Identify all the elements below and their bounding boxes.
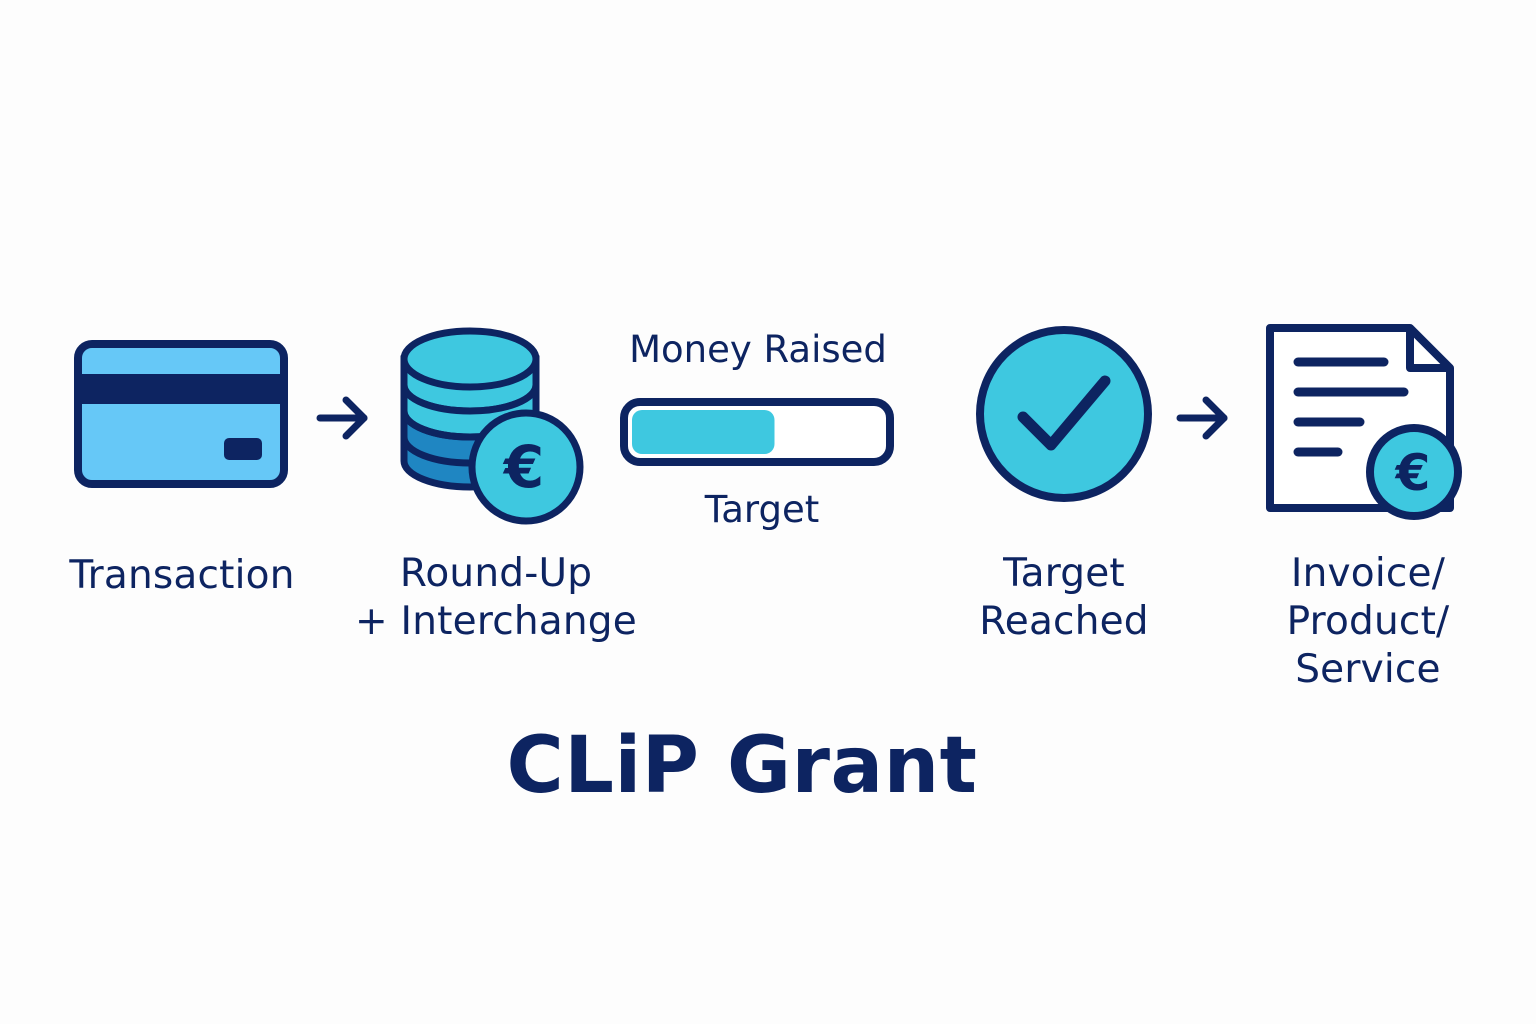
credit-card-icon [74, 340, 288, 488]
coin-stack-euro-icon: € [400, 325, 585, 525]
progress-bar-fill [632, 410, 775, 454]
progress-bar [620, 398, 894, 466]
transaction-label: Transaction [69, 553, 295, 598]
check-circle-icon [975, 325, 1155, 505]
target-label: Target [704, 488, 820, 531]
arrow-right-icon [316, 394, 372, 442]
euro-symbol: € [502, 433, 544, 501]
target-reached-label: Target Reached [979, 551, 1149, 644]
diagram-title: CLiP Grant [506, 721, 978, 811]
invoice-label: Invoice/ Product/ Service [1286, 551, 1450, 692]
arrow-right-icon [1176, 394, 1232, 442]
money-raised-label: Money Raised [629, 328, 887, 371]
round-up-label: Round-Up + Interchange [355, 551, 637, 644]
euro-symbol: € [1395, 444, 1431, 502]
invoice-euro-icon: € [1264, 322, 1468, 522]
